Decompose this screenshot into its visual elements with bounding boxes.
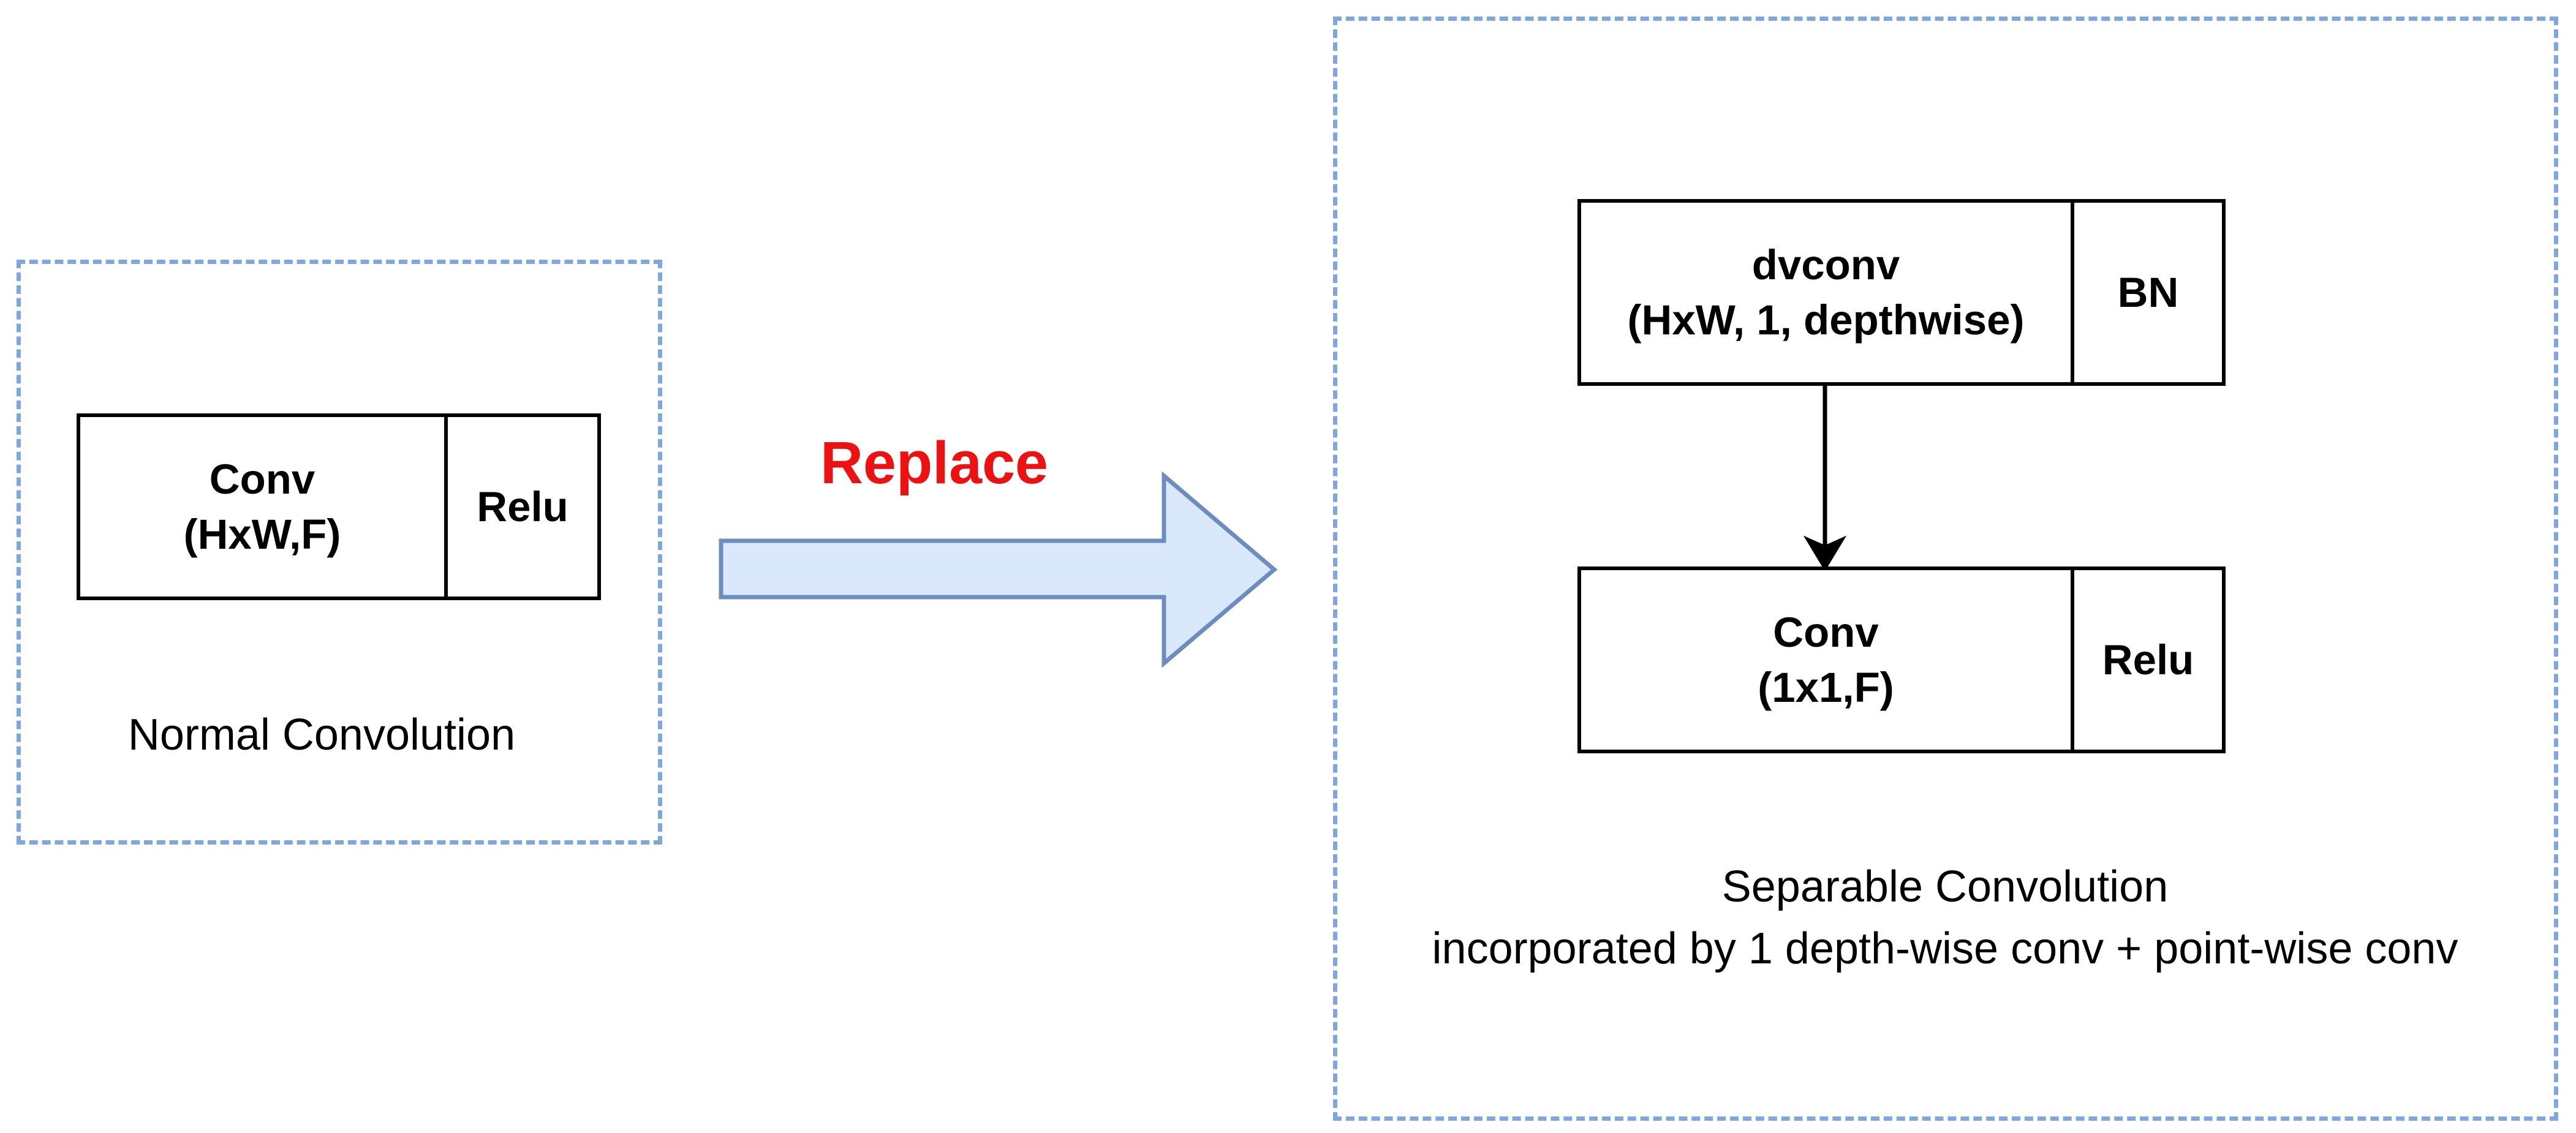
pointwise-relu-label: Relu — [2102, 636, 2194, 683]
bn-label: BN — [2117, 268, 2179, 316]
normal-convolution-group — [17, 260, 662, 845]
separable-convolution-caption: Separable Convolution incorporated by 1 … — [1432, 862, 2458, 973]
conv-label: Conv (HxW,F) — [183, 455, 341, 558]
separable-convolution-group — [1333, 17, 2558, 1121]
relu-label: Relu — [477, 483, 568, 530]
dvconv-bn-block: dvconv (HxW, 1, depthwise) BN — [1577, 199, 2226, 386]
pointwise-conv-cell: Conv (1x1,F) — [1581, 570, 2074, 750]
conv-cell: Conv (HxW,F) — [80, 417, 448, 597]
bn-cell: BN — [2074, 203, 2222, 382]
pointwise-conv-label: Conv (1x1,F) — [1758, 608, 1894, 711]
dvconv-cell: dvconv (HxW, 1, depthwise) — [1581, 203, 2074, 382]
dvconv-label: dvconv (HxW, 1, depthwise) — [1627, 241, 2025, 344]
replace-arrow — [719, 471, 1278, 668]
pointwise-conv-relu-block: Conv (1x1,F) Relu — [1577, 566, 2226, 753]
pointwise-relu-cell: Relu — [2074, 570, 2222, 750]
relu-cell: Relu — [448, 417, 597, 597]
normal-convolution-caption: Normal Convolution — [127, 710, 516, 759]
conv-relu-block: Conv (HxW,F) Relu — [77, 413, 601, 600]
replace-label: Replace — [820, 429, 1049, 496]
flow-arrow-head — [1803, 535, 1847, 571]
